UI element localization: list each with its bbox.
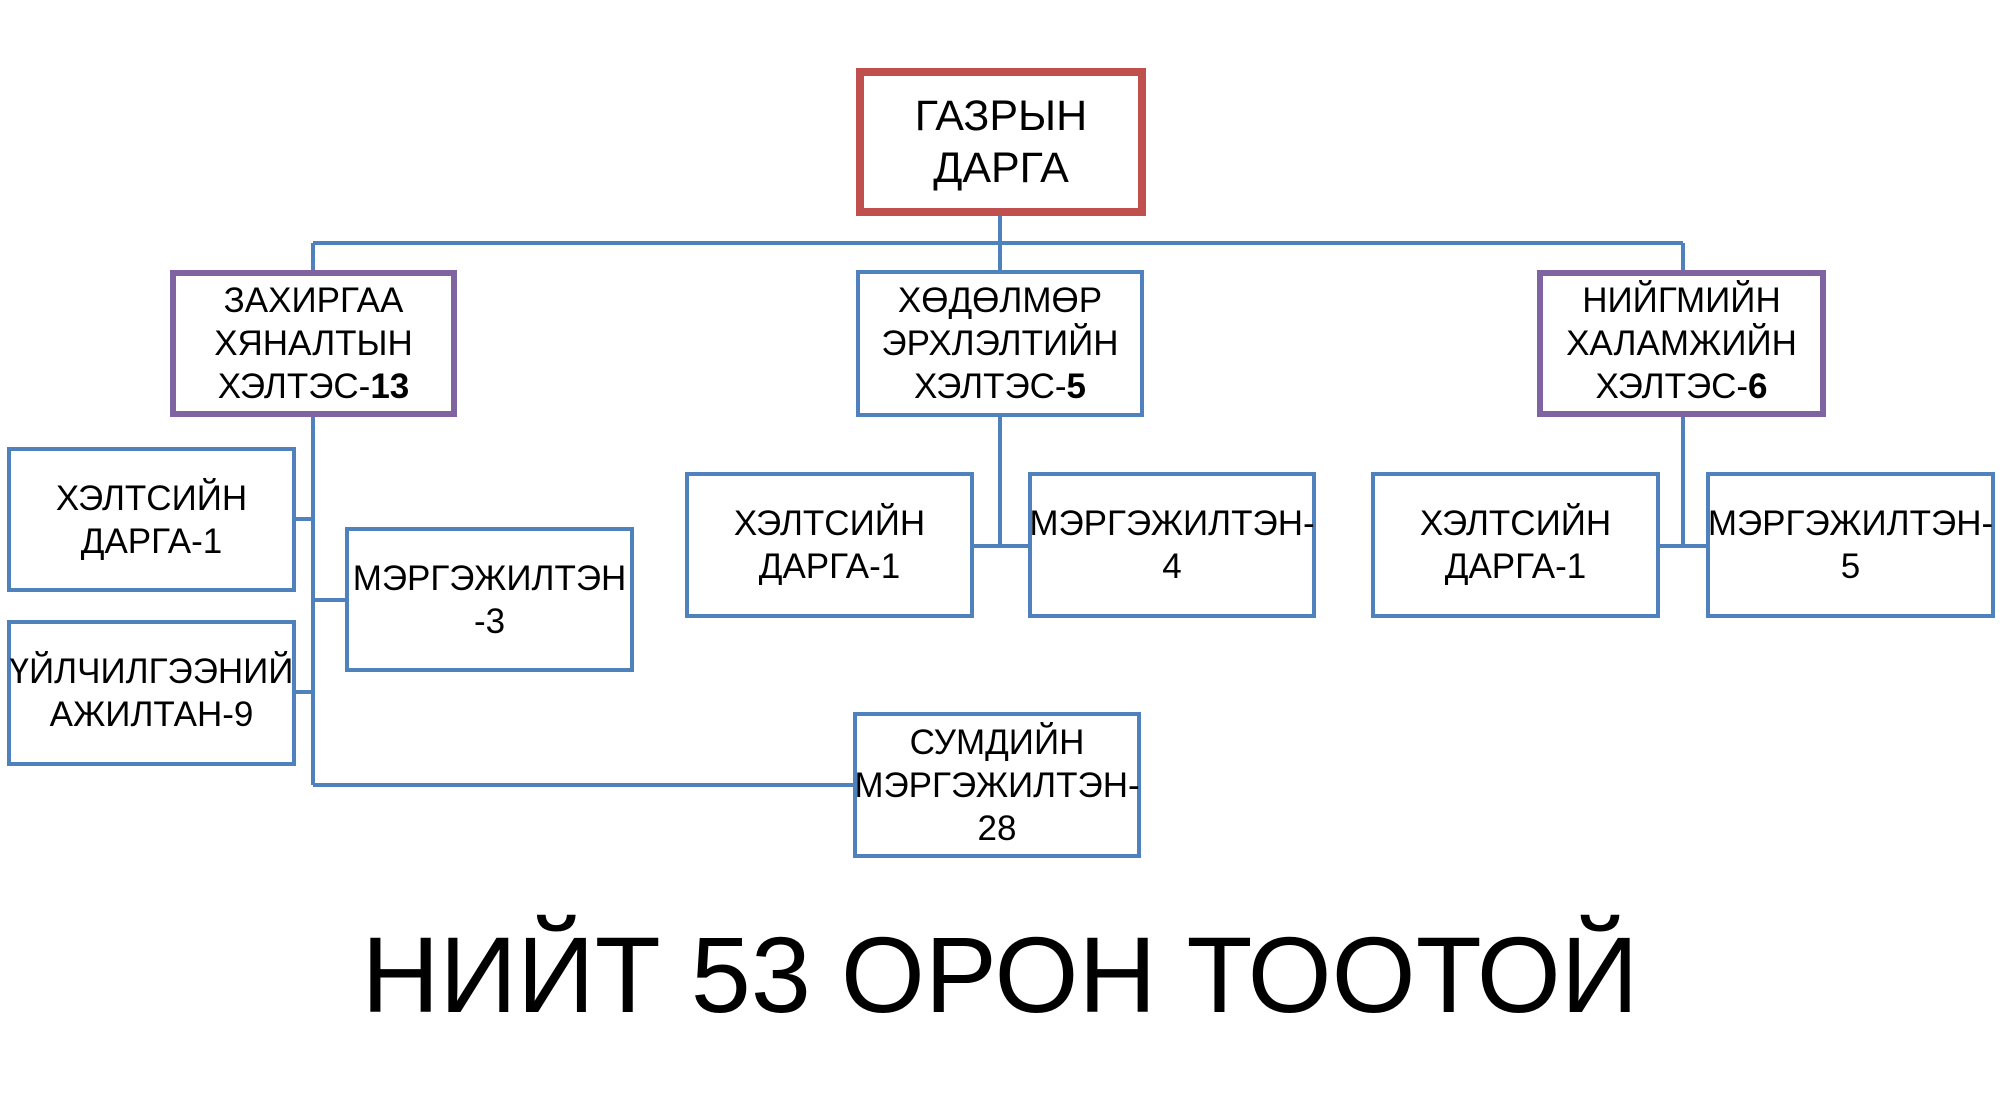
welfare-dept-line-1: НИЙГМИЙН — [1582, 281, 1781, 320]
admin-specialist-line-2: -3 — [473, 601, 506, 641]
soum-specialist-box: СУМДИЙН МЭРГЭЖИЛТЭН- 28 — [853, 712, 1141, 858]
soum-specialist-line-1: СУМДИЙН — [909, 722, 1085, 762]
head-line-1: ГАЗРЫН — [914, 92, 1088, 140]
admin-dept-line-3: ХЭЛТЭС-13 — [214, 365, 413, 408]
admin-dept-line-1: ЗАХИРГАА — [223, 281, 404, 320]
labor-head-line-1: ХЭЛТСИЙН — [733, 504, 926, 543]
soum-specialist-line-3: 28 — [977, 808, 1017, 848]
soum-specialist-line-2: МЭРГЭЖИЛТЭН- — [854, 765, 1140, 805]
head-line-2: ДАРГА — [933, 144, 1069, 192]
admin-head-line-2: ДАРГА-1 — [80, 521, 223, 561]
admin-dept-line-2: ХЯНАЛТЫН — [214, 324, 413, 363]
admin-specialist-box: МЭРГЭЖИЛТЭН -3 — [345, 527, 634, 672]
welfare-head-box: ХЭЛТСИЙН ДАРГА-1 — [1371, 472, 1660, 618]
welfare-dept-prefix: ХЭЛТЭС- — [1595, 367, 1749, 406]
welfare-specialist-line-2: 5 — [1840, 547, 1861, 586]
admin-service-line-2: АЖИЛТАН-9 — [49, 695, 254, 734]
labor-department-box: ХӨДӨЛМӨР ЭРХЛЭЛТИЙН ХЭЛТЭС-5 — [856, 270, 1144, 417]
welfare-dept-line-3: ХЭЛТЭС-6 — [1566, 365, 1797, 408]
admin-service-box: ҮЙЛЧИЛГЭЭНИЙ АЖИЛТАН-9 — [7, 620, 296, 766]
welfare-head-line-2: ДАРГА-1 — [1444, 547, 1587, 586]
labor-specialist-line-1: МЭРГЭЖИЛТЭН- — [1029, 504, 1315, 543]
admin-head-line-1: ХЭЛТСИЙН — [55, 478, 248, 518]
labor-specialist-line-2: 4 — [1162, 547, 1182, 586]
welfare-specialist-box: МЭРГЭЖИЛТЭН- 5 — [1706, 472, 1995, 618]
admin-specialist-line-1: МЭРГЭЖИЛТЭН — [352, 558, 627, 598]
welfare-dept-line-2: ХАЛАМЖИЙН — [1566, 324, 1797, 363]
head-box: ГАЗРЫН ДАРГА — [856, 68, 1146, 216]
welfare-department-box: НИЙГМИЙН ХАЛАМЖИЙН ХЭЛТЭС-6 — [1537, 270, 1826, 417]
admin-dept-prefix: ХЭЛТЭС- — [217, 367, 371, 406]
admin-head-box: ХЭЛТСИЙН ДАРГА-1 — [7, 447, 296, 592]
welfare-dept-count: 6 — [1748, 367, 1768, 406]
admin-department-box: ЗАХИРГАА ХЯНАЛТЫН ХЭЛТЭС-13 — [170, 270, 457, 417]
total-staff-title: НИЙТ 53 ОРОН ТООТОЙ — [361, 914, 1639, 1035]
labor-dept-line-1: ХӨДӨЛМӨР — [897, 281, 1103, 320]
admin-service-line-1: ҮЙЛЧИЛГЭЭНИЙ — [9, 652, 294, 691]
welfare-head-line-1: ХЭЛТСИЙН — [1419, 504, 1612, 543]
labor-head-box: ХЭЛТСИЙН ДАРГА-1 — [685, 472, 974, 618]
welfare-specialist-line-1: МЭРГЭЖИЛТЭН- — [1707, 504, 1994, 543]
labor-dept-count: 5 — [1066, 367, 1087, 406]
labor-dept-prefix: ХЭЛТЭС- — [913, 367, 1067, 406]
labor-specialist-box: МЭРГЭЖИЛТЭН- 4 — [1028, 472, 1316, 618]
labor-head-line-2: ДАРГА-1 — [758, 547, 901, 586]
admin-dept-count: 13 — [370, 367, 410, 406]
labor-dept-line-3: ХЭЛТЭС-5 — [881, 365, 1118, 408]
labor-dept-line-2: ЭРХЛЭЛТИЙН — [881, 324, 1119, 363]
